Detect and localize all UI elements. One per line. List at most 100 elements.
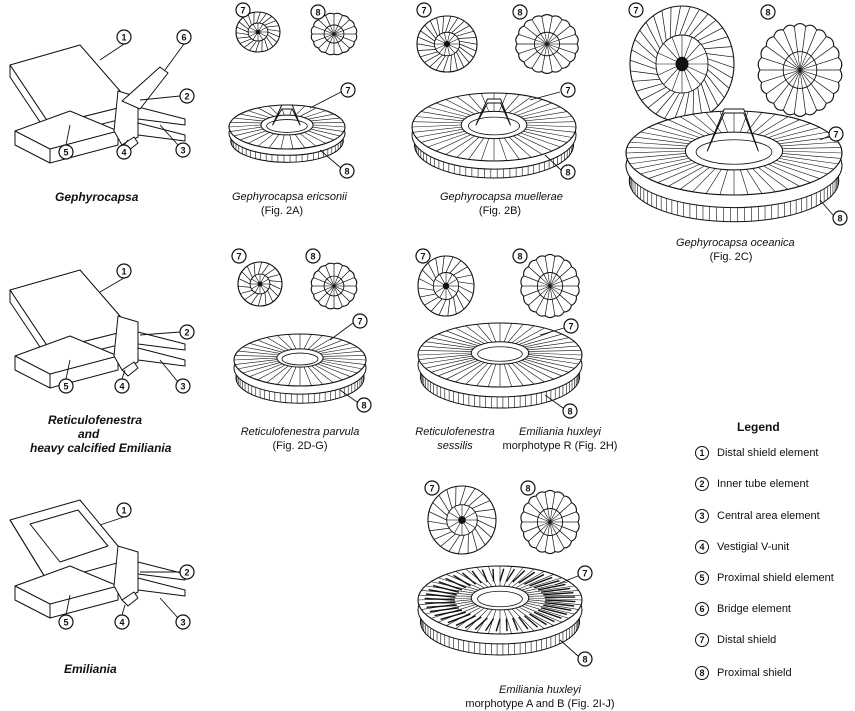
bridge-element bbox=[122, 67, 168, 109]
svg-text:8: 8 bbox=[765, 7, 770, 17]
number-marker: 7 bbox=[425, 481, 439, 495]
number-marker: 2 bbox=[180, 89, 194, 103]
number-marker: 8 bbox=[833, 211, 847, 225]
svg-text:1: 1 bbox=[121, 505, 126, 515]
number-marker: 2 bbox=[180, 325, 194, 339]
number-marker: 7 bbox=[341, 83, 355, 97]
svg-text:2: 2 bbox=[184, 91, 189, 101]
legend-item: 3 Central area element bbox=[695, 509, 820, 523]
svg-text:7: 7 bbox=[345, 85, 350, 95]
svg-text:7: 7 bbox=[565, 85, 570, 95]
distal-shield-view bbox=[238, 262, 282, 306]
svg-text:8: 8 bbox=[344, 166, 349, 176]
svg-text:8: 8 bbox=[565, 167, 570, 177]
caption-emiliania: Emiliania bbox=[64, 662, 117, 676]
svg-text:8: 8 bbox=[361, 400, 366, 410]
number-marker: 8 bbox=[521, 481, 535, 495]
legend-item: 4 Vestigial V-unit bbox=[695, 540, 789, 554]
legend-num: 3 bbox=[695, 509, 709, 523]
number-marker: 8 bbox=[513, 249, 527, 263]
number-marker: 3 bbox=[176, 615, 190, 629]
number-marker: 8 bbox=[578, 652, 592, 666]
number-marker: 1 bbox=[117, 30, 131, 44]
number-marker: 5 bbox=[59, 145, 73, 159]
caption-g-oceanica: Gephyrocapsa oceanica(Fig. 2C) bbox=[676, 236, 786, 264]
proximal-shield-element bbox=[15, 566, 118, 618]
svg-text:7: 7 bbox=[421, 5, 426, 15]
svg-text:5: 5 bbox=[63, 381, 68, 391]
number-marker: 7 bbox=[629, 3, 643, 17]
svg-text:5: 5 bbox=[63, 617, 68, 627]
caption-r-parvula: Reticulofenestra parvula(Fig. 2D-G) bbox=[240, 425, 360, 453]
r-parvula-name: Reticulofenestra parvula bbox=[241, 426, 360, 438]
svg-text:3: 3 bbox=[180, 381, 185, 391]
number-marker: 2 bbox=[180, 565, 194, 579]
e-huxleyi-ab-fig: morphotype A and B (Fig. 2I-J) bbox=[465, 698, 614, 710]
number-marker: 8 bbox=[311, 5, 325, 19]
number-marker: 7 bbox=[578, 566, 592, 580]
number-marker: 7 bbox=[232, 249, 246, 263]
number-marker: 8 bbox=[563, 404, 577, 418]
svg-text:7: 7 bbox=[236, 251, 241, 261]
svg-text:8: 8 bbox=[310, 251, 315, 261]
legend-num: 2 bbox=[695, 477, 709, 491]
distal-shield-view bbox=[236, 12, 280, 52]
legend-num: 4 bbox=[695, 540, 709, 554]
coccolith-r-parvula bbox=[234, 334, 366, 403]
number-marker: 8 bbox=[357, 398, 371, 412]
proximal-shield-view bbox=[516, 15, 578, 74]
legend-label: Vestigial V-unit bbox=[717, 541, 789, 553]
legend-label: Distal shield element bbox=[717, 447, 819, 459]
central-area-element bbox=[138, 562, 185, 580]
number-marker: 3 bbox=[176, 379, 190, 393]
svg-text:8: 8 bbox=[525, 483, 530, 493]
e-huxleyi-r-fig: morphotype R (Fig. 2H) bbox=[503, 440, 618, 452]
legend-label: Distal shield bbox=[717, 634, 776, 646]
distal-shield-view bbox=[417, 16, 477, 72]
legend-title: Legend bbox=[737, 420, 780, 434]
coccolith-g-oceanica bbox=[626, 109, 842, 222]
number-marker: 8 bbox=[306, 249, 320, 263]
legend-label: Proximal shield element bbox=[717, 572, 834, 584]
svg-text:1: 1 bbox=[121, 32, 126, 42]
proximal-shield-view bbox=[758, 24, 842, 117]
r-sessilis-line1: Reticulofenestra bbox=[415, 426, 495, 438]
number-marker: 4 bbox=[117, 145, 131, 159]
g-oceanica-name: Gephyrocapsa oceanica bbox=[676, 237, 795, 249]
legend-num: 5 bbox=[695, 571, 709, 585]
number-marker: 4 bbox=[115, 379, 129, 393]
element-diagram bbox=[10, 270, 185, 388]
legend-label: Central area element bbox=[717, 510, 820, 522]
svg-text:7: 7 bbox=[429, 483, 434, 493]
svg-text:6: 6 bbox=[181, 32, 186, 42]
svg-text:8: 8 bbox=[582, 654, 587, 664]
r-sessilis-line2: sessilis bbox=[437, 440, 472, 452]
svg-text:7: 7 bbox=[420, 251, 425, 261]
number-marker: 8 bbox=[561, 165, 575, 179]
legend-label: Proximal shield bbox=[717, 667, 792, 679]
caption-reticulofenestra-1: Reticulofenestra bbox=[48, 413, 142, 427]
svg-text:5: 5 bbox=[63, 147, 68, 157]
svg-text:7: 7 bbox=[833, 129, 838, 139]
number-marker: 7 bbox=[829, 127, 843, 141]
svg-text:8: 8 bbox=[567, 406, 572, 416]
svg-text:7: 7 bbox=[582, 568, 587, 578]
svg-text:8: 8 bbox=[517, 251, 522, 261]
distal-shield-view bbox=[428, 486, 496, 554]
svg-text:7: 7 bbox=[357, 316, 362, 326]
svg-text:3: 3 bbox=[180, 145, 185, 155]
number-marker: 1 bbox=[117, 264, 131, 278]
e-huxleyi-ab-name: Emiliania huxleyi bbox=[499, 684, 581, 696]
proximal-shield-view bbox=[311, 263, 357, 309]
number-marker: 7 bbox=[416, 249, 430, 263]
svg-text:7: 7 bbox=[633, 5, 638, 15]
central-area-element bbox=[138, 107, 185, 125]
svg-text:2: 2 bbox=[184, 327, 189, 337]
number-marker: 7 bbox=[564, 319, 578, 333]
number-marker: 5 bbox=[59, 615, 73, 629]
number-marker: 3 bbox=[176, 143, 190, 157]
distal-shield-view bbox=[418, 256, 474, 316]
